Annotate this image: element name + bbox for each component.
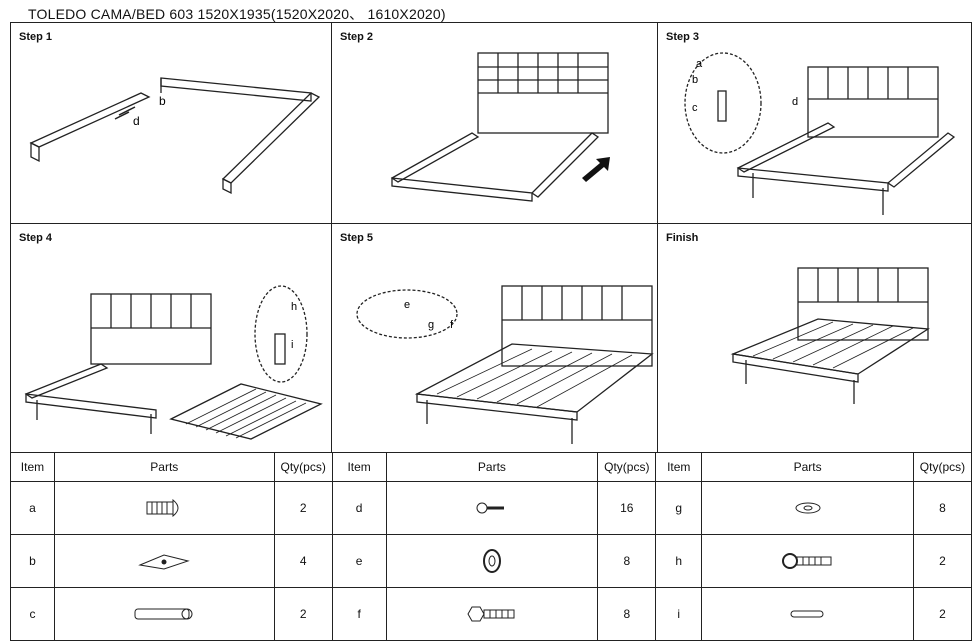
item-letter: g xyxy=(655,481,703,535)
step-5-callout-f: f xyxy=(450,319,454,331)
table-row: c 2 f 8 i 2 xyxy=(10,587,973,641)
quantity: 4 xyxy=(273,534,333,588)
dowel-icon xyxy=(790,610,824,618)
item-letter: a xyxy=(10,481,55,535)
arrow-icon xyxy=(582,157,610,182)
step-4-callout-h: h xyxy=(291,301,297,313)
step-3-callout-d: d xyxy=(792,96,798,108)
header-parts: Parts xyxy=(701,452,914,482)
part-cell xyxy=(701,534,914,588)
finish-drawing xyxy=(730,267,930,404)
quantity: 2 xyxy=(273,481,333,535)
finish-panel: Finish xyxy=(658,224,972,453)
step-5-callout-e: e xyxy=(404,299,410,311)
item-letter: c xyxy=(10,587,55,641)
nut-icon xyxy=(482,549,501,573)
step-5-label: Step 5 xyxy=(340,232,374,244)
bolt-icon xyxy=(146,498,179,518)
parts-table-header: Item Parts Qty(pcs) Item Parts Qty(pcs) … xyxy=(10,452,973,482)
step-5-drawing: e g f xyxy=(356,285,654,444)
quantity: 8 xyxy=(597,587,657,641)
header-qty: Qty(pcs) xyxy=(273,452,333,482)
bracket-icon xyxy=(138,554,191,570)
part-cell xyxy=(385,587,599,641)
step-4-drawing: h i xyxy=(24,285,323,440)
item-letter: h xyxy=(655,534,703,588)
header-qty: Qty(pcs) xyxy=(597,452,657,482)
long-bolt-icon xyxy=(781,553,832,569)
quantity: 16 xyxy=(597,481,657,535)
step-3-label: Step 3 xyxy=(666,31,700,43)
step-5-panel: Step 5 e g f xyxy=(332,224,658,453)
screw-icon xyxy=(476,502,504,514)
quantity: 2 xyxy=(912,534,973,588)
part-cell xyxy=(53,481,275,535)
step-2-label: Step 2 xyxy=(340,31,374,43)
part-cell xyxy=(385,534,599,588)
step-3-callout-a: a xyxy=(696,58,703,70)
leg-icon xyxy=(134,608,193,620)
header-item: Item xyxy=(655,452,703,482)
item-letter: d xyxy=(331,481,387,535)
quantity: 8 xyxy=(597,534,657,588)
header-qty: Qty(pcs) xyxy=(912,452,973,482)
item-letter: b xyxy=(10,534,55,588)
item-letter: f xyxy=(331,587,387,641)
step-2-panel: Step 2 xyxy=(332,23,658,224)
item-letter: e xyxy=(331,534,387,588)
step-5-callout-g: g xyxy=(428,319,434,331)
step-3-panel: Step 3 a b c d xyxy=(658,23,972,224)
washer-icon xyxy=(795,502,821,514)
parts-table: Item Parts Qty(pcs) Item Parts Qty(pcs) … xyxy=(10,452,973,641)
step-4-label: Step 4 xyxy=(19,232,53,244)
step-2-drawing xyxy=(390,52,610,202)
header-item: Item xyxy=(331,452,387,482)
steps-grid: Step 1 b d Step 2 xyxy=(10,22,972,453)
part-cell xyxy=(385,481,599,535)
step-1-callout-d: d xyxy=(133,114,140,128)
header-parts: Parts xyxy=(53,452,275,482)
item-letter: i xyxy=(655,587,703,641)
hex-bolt-icon xyxy=(467,606,515,622)
quantity: 8 xyxy=(912,481,973,535)
quantity: 2 xyxy=(273,587,333,641)
step-4-panel: Step 4 h i xyxy=(10,224,332,453)
step-1-callout-b: b xyxy=(159,94,166,108)
header-item: Item xyxy=(10,452,55,482)
part-cell xyxy=(53,534,275,588)
quantity: 2 xyxy=(912,587,973,641)
part-cell xyxy=(53,587,275,641)
step-1-label: Step 1 xyxy=(19,31,53,43)
step-3-callout-c: c xyxy=(692,102,698,114)
step-3-drawing: a b c d xyxy=(684,52,956,215)
table-row: b 4 e 8 h 2 xyxy=(10,534,973,588)
table-row: a 2 d 16 g 8 xyxy=(10,481,973,535)
finish-label: Finish xyxy=(666,232,699,244)
header-parts: Parts xyxy=(385,452,599,482)
step-1-drawing: b d xyxy=(29,77,321,195)
step-3-callout-b: b xyxy=(692,74,698,86)
step-1-panel: Step 1 b d xyxy=(10,23,332,224)
step-4-callout-i: i xyxy=(291,339,293,351)
document-title: TOLEDO CAMA/BED 603 1520X1935(1520X2020、… xyxy=(28,6,446,22)
part-cell xyxy=(701,587,914,641)
part-cell xyxy=(701,481,914,535)
